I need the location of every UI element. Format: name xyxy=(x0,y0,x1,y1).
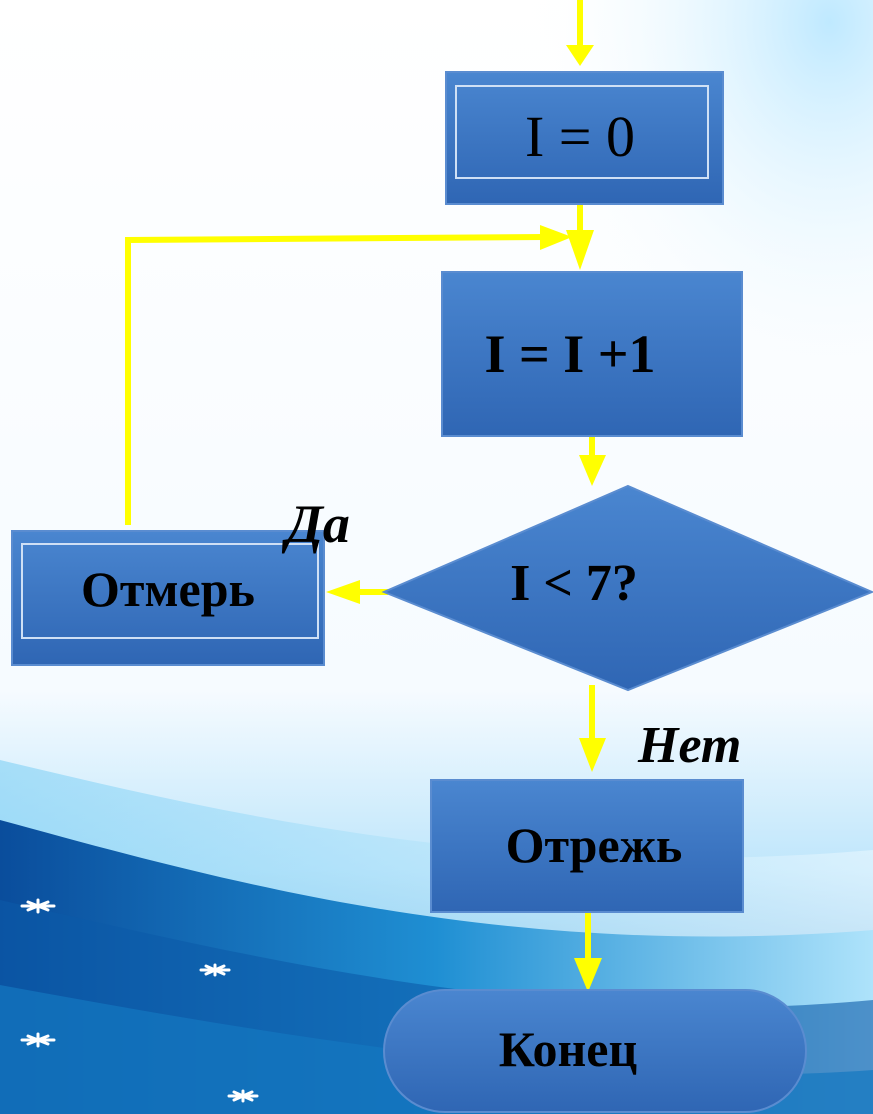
condition-decision-text: I < 7? xyxy=(510,555,638,612)
end-terminator-text: Конец xyxy=(499,1021,638,1077)
arrow-head xyxy=(540,225,572,250)
arrow-head xyxy=(326,580,360,604)
condition-decision: I < 7? xyxy=(381,484,873,692)
init-process-text: I = 0 xyxy=(525,104,635,169)
yes-branch-label: Да xyxy=(281,494,350,554)
arrow-head xyxy=(579,455,606,486)
arrow-head xyxy=(574,958,602,992)
arrow-heads xyxy=(326,45,606,992)
init-process-box: I = 0 xyxy=(445,71,724,205)
measure-process-text: Отмерь xyxy=(81,561,255,617)
increment-process-box: I = I +1 xyxy=(441,271,743,437)
cut-process-text: Отрежь xyxy=(506,817,683,873)
sparkle-icon xyxy=(20,1032,56,1048)
arrow-head xyxy=(579,738,606,772)
sparkle-icon xyxy=(227,1089,259,1103)
sparkle-icon xyxy=(199,963,231,977)
end-terminator: Конец xyxy=(383,989,807,1113)
sparkle-icon xyxy=(20,898,56,914)
measure-process-box: Отмерь xyxy=(11,530,325,666)
sparkle-icons xyxy=(20,898,259,1103)
arrow-head xyxy=(566,230,594,270)
loop-back-line xyxy=(125,234,546,525)
no-branch-label: Нет xyxy=(637,717,741,774)
arrow-head xyxy=(566,45,594,66)
cut-process-box: Отрежь xyxy=(430,779,744,913)
increment-process-text: I = I +1 xyxy=(484,324,655,384)
